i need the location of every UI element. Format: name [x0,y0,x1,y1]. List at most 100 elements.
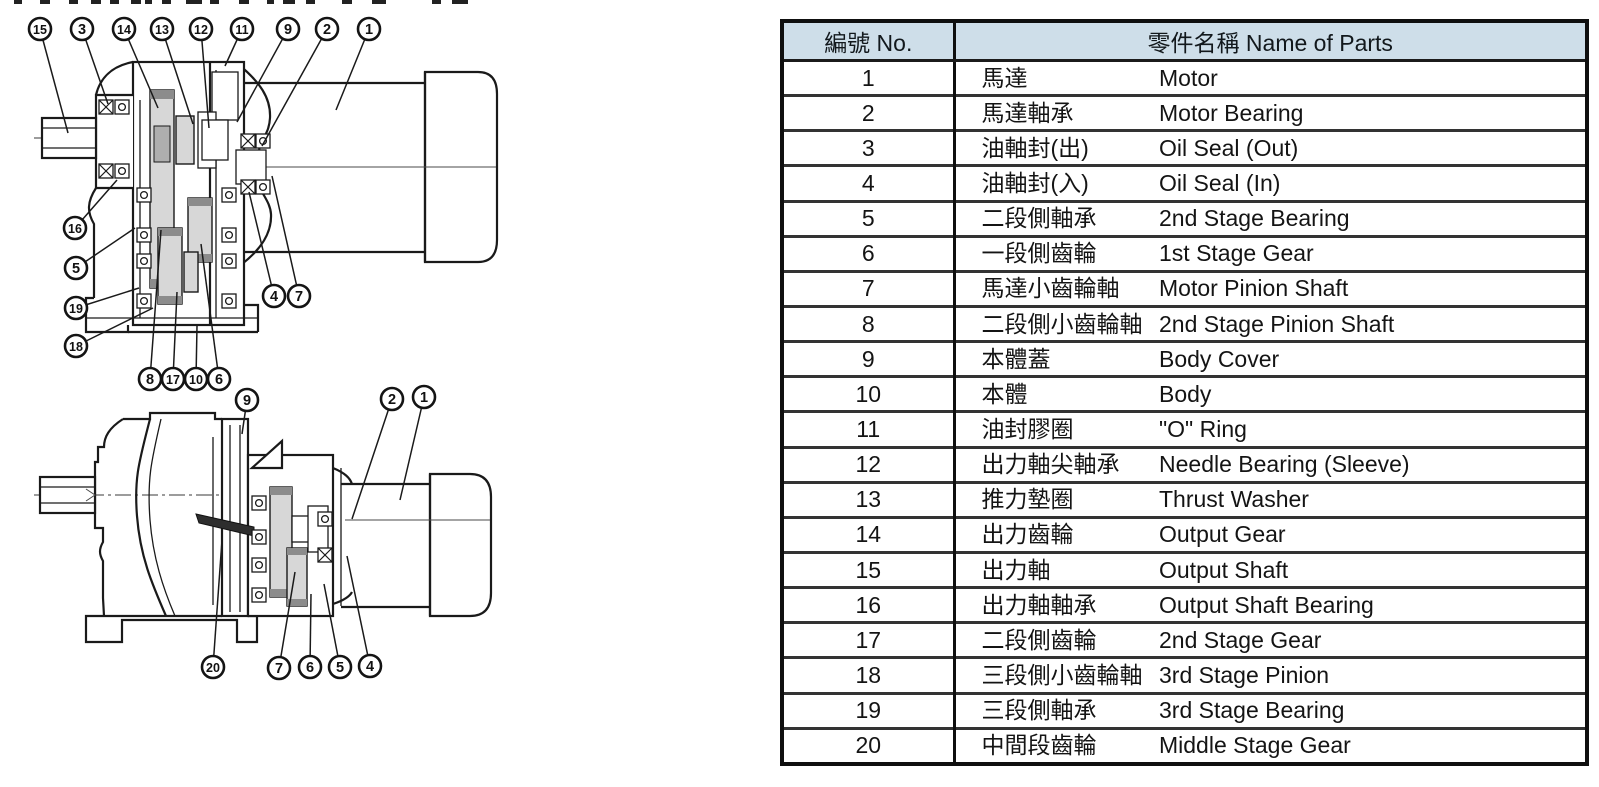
callout-bubble-9 [275,16,301,42]
callout-bubble-7 [286,283,312,309]
callout-leader-6 [200,243,220,380]
part-name-en: Oil Seal (In) [1159,164,1587,202]
part-name-zh: 油軸封(出) [952,129,1159,166]
part-number: 17 [782,621,954,658]
callout-number-9: 9 [284,22,292,38]
callout-number-5: 5 [72,261,80,277]
part-number: 15 [782,550,954,588]
part-name-zh: 出力軸 [952,550,1159,588]
callout-bubble-6 [206,366,232,392]
callout-bubble-13 [149,16,175,42]
part-name-en: Motor Bearing [1159,94,1587,131]
callout-number-4: 4 [270,289,278,305]
callout-leader-7 [278,571,296,669]
part-number: 6 [782,234,954,272]
callout-number-2: 2 [323,22,331,38]
part-name-en: "O" Ring [1159,410,1587,448]
part-name-zh: 本體蓋 [952,340,1159,377]
part-name-en: 2nd Stage Pinion Shaft [1159,304,1587,342]
part-name-en: Output Shaft [1159,550,1587,588]
callout-leader-14 [123,28,159,109]
callout-number-1: 1 [365,22,373,38]
callout-leader-2 [261,28,328,147]
callout-number-20: 20 [206,661,220,675]
part-name-zh: 出力齒輪 [952,515,1159,553]
part-name-zh: 馬達軸承 [952,94,1159,131]
callout-leader-4 [346,555,371,667]
callout-number-10: 10 [189,373,203,387]
callout-number-9: 9 [243,393,251,409]
part-name-en: Thrust Washer [1159,480,1587,518]
callout-bubble-2 [379,386,405,412]
part-number: 16 [782,586,954,623]
lower-gear [286,547,308,607]
part-name-zh: 本體 [952,375,1159,412]
pinion [175,115,195,165]
part-name-en: Body [1159,375,1587,412]
callout-number-7: 7 [295,289,303,305]
part-number: 1 [782,58,954,96]
part-name-zh: 一段側齒輪 [952,234,1159,272]
callout-number-6: 6 [215,372,223,388]
part-name-zh: 出力軸軸承 [952,586,1159,623]
motor-end-cap-bottom [428,472,493,618]
second-stage-gear [157,227,183,305]
callout-bubble-2 [314,16,340,42]
output-shaft-bottom-view [38,475,97,515]
callout-number-11: 11 [235,23,248,37]
motor-pinion-shaft [235,149,267,185]
part-number: 4 [782,164,954,202]
part-name-en: 2nd Stage Bearing [1159,199,1587,237]
part-number: 19 [782,691,954,729]
part-name-en: Oil Seal (Out) [1159,129,1587,166]
callout-number-7: 7 [275,661,283,677]
callout-leader-12 [200,28,210,129]
callout-bubble-5 [63,255,89,281]
part-name-zh: 中間段齒輪 [952,726,1159,764]
part-name-zh: 二段側齒輪 [952,621,1159,658]
output-shaft [40,116,98,160]
callout-leader-15 [39,28,69,134]
callout-leader-9 [236,28,289,123]
part-name-zh: 馬達 [952,58,1159,96]
part-number: 13 [782,480,954,518]
part-name-en: 2nd Stage Gear [1159,621,1587,658]
callout-bubble-4 [357,653,383,679]
part-name-en: Motor Pinion Shaft [1159,269,1587,307]
callout-bubble-11 [229,16,255,42]
body-cover [220,417,250,618]
callout-number-6: 6 [306,660,314,676]
callout-bubble-18 [63,333,89,359]
callout-leader-1 [335,28,370,111]
callout-leader-7 [271,175,300,297]
part-number: 20 [782,726,954,764]
callout-number-13: 13 [155,23,169,37]
part-name-zh: 出力軸尖軸承 [952,445,1159,483]
part-name-zh: 二段側軸承 [952,199,1159,237]
callout-number-14: 14 [117,23,131,37]
part-name-en: Output Shaft Bearing [1159,586,1587,623]
bottom-view-drawing [34,411,493,644]
part-name-zh: 三段側軸承 [952,691,1159,729]
part-name-zh: 三段側小齒輪軸 [952,656,1159,694]
part-number: 14 [782,515,954,553]
part-name-en: 3rd Stage Pinion [1159,656,1587,694]
callout-bubble-12 [188,16,214,42]
